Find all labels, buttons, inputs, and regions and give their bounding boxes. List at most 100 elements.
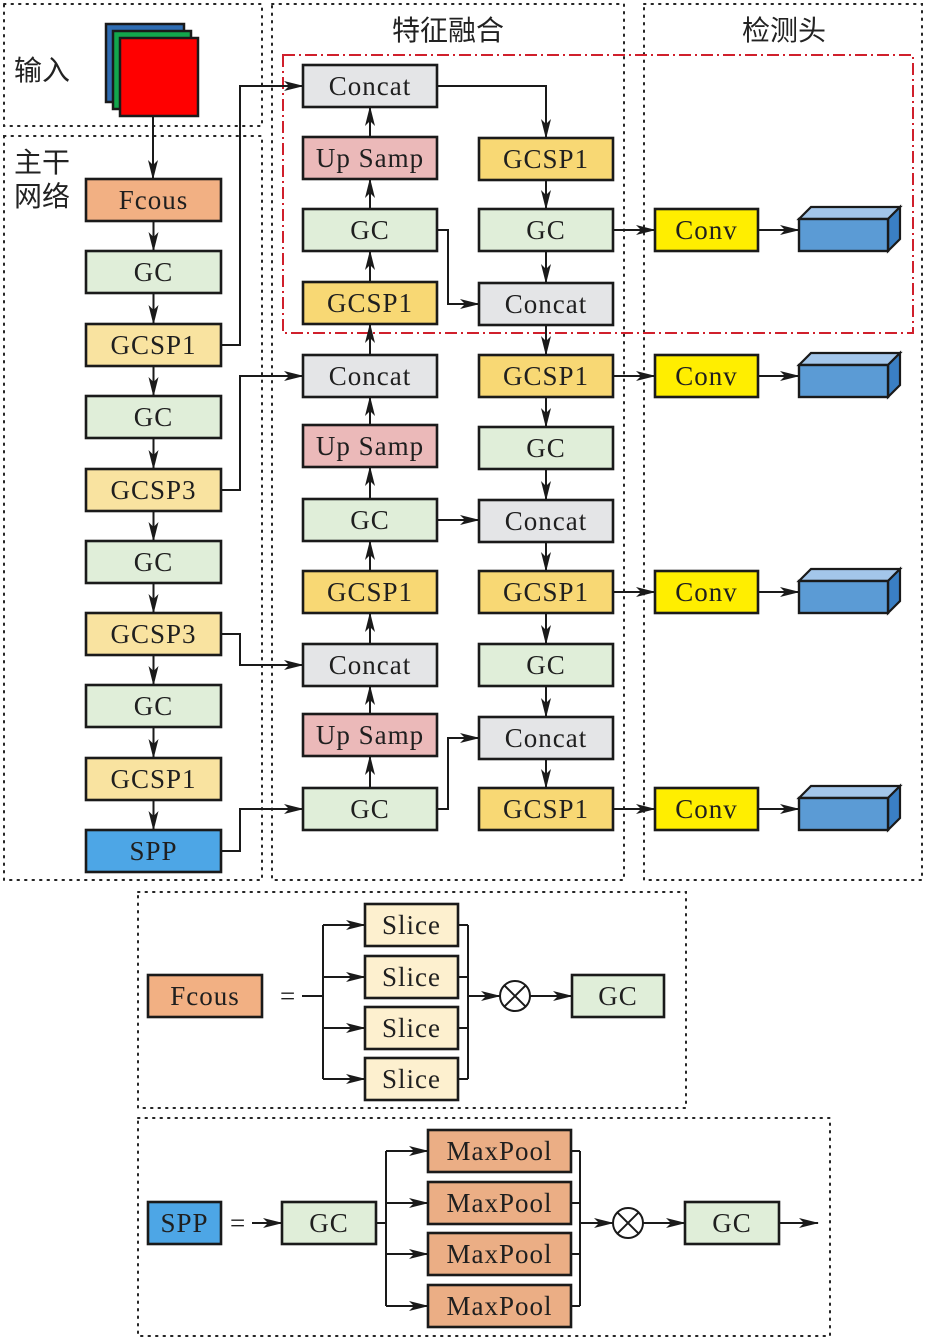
spp-detail-lhs: SPP xyxy=(146,1200,223,1246)
neck-right-block-concat-rect xyxy=(477,498,615,544)
neck-left-block-up-samp: Up Samp xyxy=(301,423,439,469)
maxpool-block: MaxPool xyxy=(426,1283,573,1329)
cube-top-face xyxy=(796,784,903,800)
backbone-block-gcsp3-rect xyxy=(84,467,223,513)
slice-block-rect xyxy=(363,902,460,948)
maxpool-block: MaxPool xyxy=(426,1180,573,1226)
neck-left-block-up-samp-label: Up Samp xyxy=(316,720,424,750)
backbone-block-gcsp1: GCSP1 xyxy=(84,322,223,368)
neck-right-block-gcsp1-rect xyxy=(477,136,615,182)
neck-right-block-gcsp1-rect xyxy=(477,353,615,399)
neck-right-block-gcsp1: GCSP1 xyxy=(477,136,615,182)
head-block-conv-label: Conv xyxy=(675,577,738,607)
skip-gcsp3-to-concat-2 xyxy=(221,633,304,670)
fcous-detail-lhs-rect xyxy=(146,973,264,1019)
neck-left-block-concat: Concat xyxy=(301,353,439,399)
slice-block-label: Slice xyxy=(382,910,441,940)
spp-detail-frame xyxy=(137,1117,831,1337)
neck-left-block-up-samp-label: Up Samp xyxy=(316,143,424,173)
backbone-region-frame xyxy=(3,135,263,881)
fcous-detail-frame xyxy=(137,891,687,1109)
neck-left-block-gc: GC xyxy=(301,207,439,253)
spp-detail-first-gc-rect xyxy=(280,1200,378,1246)
backbone-block-spp: SPP xyxy=(84,828,223,874)
neck-left-block-concat-label: Concat xyxy=(329,650,411,680)
head-block-conv-label: Conv xyxy=(675,361,738,391)
neck-right-block-gc: GC xyxy=(477,425,615,471)
backbone-block-gc-label: GC xyxy=(134,257,174,287)
fcous-detail-output-gc-rect xyxy=(570,973,666,1019)
maxpool-block-rect xyxy=(426,1231,573,1277)
backbone-block-gc-rect xyxy=(84,683,223,729)
equals-sign: = xyxy=(280,981,296,1011)
neck-right-block-gc: GC xyxy=(477,642,615,688)
backbone-block-gc-rect xyxy=(84,539,223,585)
neck-region-title: 特征融合 xyxy=(392,14,504,47)
neck-left-block-gc: GC xyxy=(301,497,439,543)
backbone-region-title-line2: 网络 xyxy=(14,180,70,213)
backbone-block-gcsp1-rect xyxy=(84,756,223,802)
head-block-conv-label: Conv xyxy=(675,794,738,824)
backbone-block-gc-label: GC xyxy=(134,402,174,432)
neck-right-block-gc: GC xyxy=(477,207,615,253)
neck-left-block-concat: Concat xyxy=(301,63,439,109)
neck-left-block-gc-label: GC xyxy=(350,215,390,245)
cube-front-face xyxy=(797,796,890,832)
head-block-conv-rect xyxy=(653,353,760,399)
backbone-block-gcsp3-label: GCSP3 xyxy=(110,619,196,649)
backbone-block-fcous: Fcous xyxy=(84,177,223,223)
backbone-block-gc: GC xyxy=(84,683,223,729)
neck-right-block-concat-label: Concat xyxy=(505,723,587,753)
detection-output-cube-icon xyxy=(796,783,903,833)
neck-right-block-gcsp1: GCSP1 xyxy=(477,569,615,615)
slice-block-label: Slice xyxy=(382,1013,441,1043)
neck-left-block-gc-label: GC xyxy=(350,505,390,535)
neck-left-block-up-samp-rect xyxy=(301,423,439,469)
input-image-icon xyxy=(104,22,200,118)
neck-region-frame xyxy=(271,3,625,881)
neck-right-block-concat: Concat xyxy=(477,281,615,327)
slice-block: Slice xyxy=(363,954,460,1000)
fcous-detail-output-gc: GC xyxy=(570,973,666,1019)
operator-cross xyxy=(616,1211,640,1235)
detection-output-cube-icon xyxy=(796,204,903,254)
neck-right-block-gc-rect xyxy=(477,425,615,471)
maxpool-block-label: MaxPool xyxy=(446,1188,552,1218)
neck-left-block-concat-label: Concat xyxy=(329,361,411,391)
equals-sign: = xyxy=(230,1208,246,1238)
detection-output-cube-icon xyxy=(796,566,903,616)
backbone-block-gc-label: GC xyxy=(134,547,174,577)
backbone-block-gcsp3: GCSP3 xyxy=(84,611,223,657)
neck-left-block-gc-label: GC xyxy=(350,794,390,824)
neck-left-block-up-samp-rect xyxy=(301,712,439,758)
neck-right-block-gcsp1-label: GCSP1 xyxy=(503,144,589,174)
maxpool-block-rect xyxy=(426,1128,573,1174)
head-block-conv-rect xyxy=(653,207,760,253)
neck-right-block-gc-label: GC xyxy=(526,215,566,245)
neck-right-block-gcsp1: GCSP1 xyxy=(477,353,615,399)
spp-detail-first-gc-label: GC xyxy=(309,1208,349,1238)
maxpool-block-label: MaxPool xyxy=(446,1239,552,1269)
neck-left-block-concat-rect xyxy=(301,642,439,688)
concat-operator-icon xyxy=(499,980,531,1012)
neck-right-block-gcsp1-label: GCSP1 xyxy=(503,794,589,824)
backbone-block-gcsp1-label: GCSP1 xyxy=(110,764,196,794)
input-channel-red xyxy=(118,36,200,118)
head-block-conv: Conv xyxy=(653,569,760,615)
maxpool-block-label: MaxPool xyxy=(446,1136,552,1166)
detection-output-cube-icon xyxy=(796,350,903,400)
neck-left-block-gc-rect xyxy=(301,786,439,832)
maxpool-block-label: MaxPool xyxy=(446,1291,552,1321)
region-frames xyxy=(3,3,923,1337)
skip-gcsp1-to-concat xyxy=(221,81,304,346)
neck-left-block-up-samp: Up Samp xyxy=(301,135,439,181)
head-block-conv: Conv xyxy=(653,207,760,253)
backbone-block-gcsp3-label: GCSP3 xyxy=(110,475,196,505)
backbone-block-gc: GC xyxy=(84,394,223,440)
skip-spp-to-gc xyxy=(221,804,304,852)
neck-right-block-gc-label: GC xyxy=(526,650,566,680)
backbone-block-fcous-label: Fcous xyxy=(119,185,189,215)
neck-left-block-up-samp-label: Up Samp xyxy=(316,431,424,461)
input-region-frame xyxy=(3,3,263,127)
backbone-block-spp-label: SPP xyxy=(129,836,177,866)
